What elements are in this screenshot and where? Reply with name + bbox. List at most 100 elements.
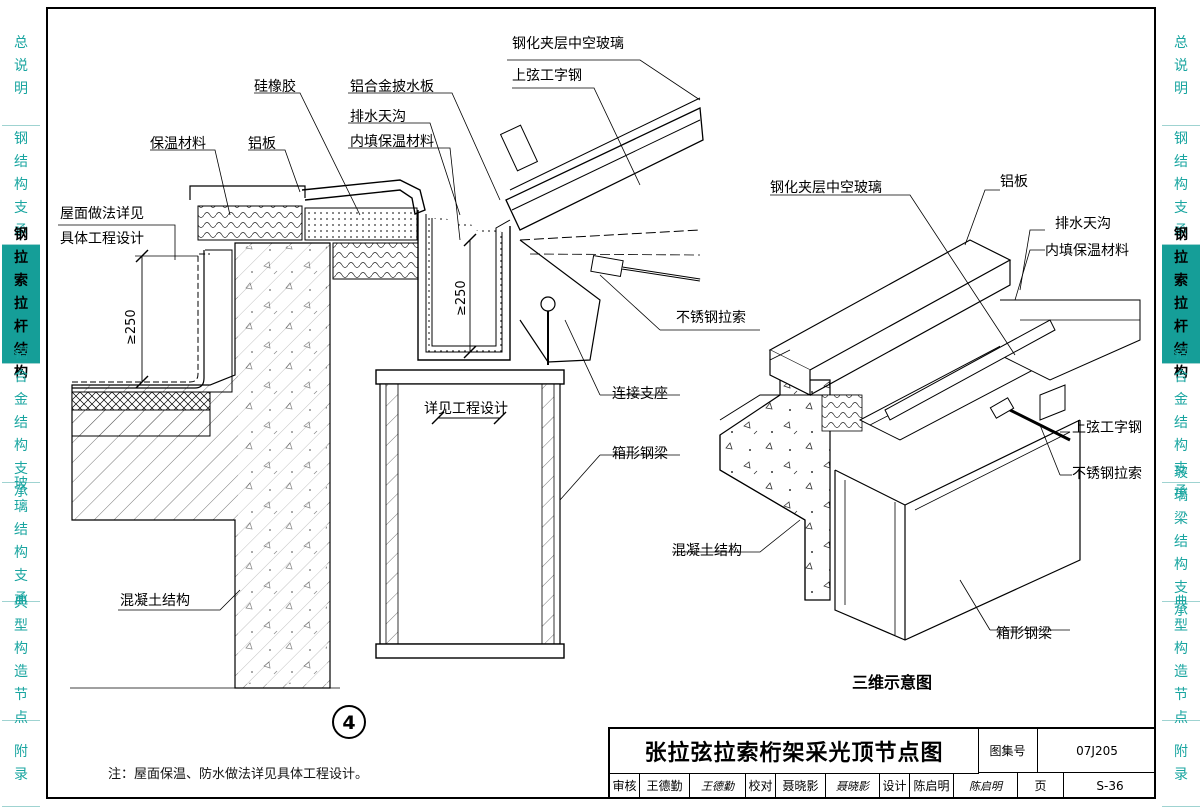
section-label-flashing: 铝合金披水板	[350, 79, 434, 95]
section-label-box-beam: 箱形钢梁	[612, 446, 668, 462]
left-tab-char: 构	[14, 176, 28, 193]
left-tab-char: 玻	[14, 476, 28, 492]
detail-number: 4	[342, 712, 355, 734]
checker-signature: 聂晓影	[826, 773, 880, 799]
left-tab-char: 附	[14, 743, 28, 760]
right-tab-char: 钢	[1174, 226, 1188, 243]
dimension-250-gutter: ≥250	[454, 280, 469, 316]
section-label-roof: 屋面做法详见	[60, 206, 144, 222]
left-tab-char: 钢	[14, 226, 28, 243]
left-tab-char: 支	[14, 199, 28, 216]
design-label: 设计	[880, 773, 910, 799]
reviewer-signature: 王德勤	[690, 773, 746, 799]
right-tab-char: 结	[1174, 341, 1188, 358]
iso-label-cable: 不锈钢拉索	[1072, 465, 1142, 482]
right-tab-char: 铝	[1174, 345, 1188, 362]
right-tab-char: 点	[1174, 710, 1188, 726]
left-tab-char: 支	[14, 568, 28, 584]
designer-name: 陈启明	[910, 773, 954, 799]
left-tab-char: 结	[14, 414, 28, 431]
left-tab-1[interactable]: 钢结构支承	[2, 126, 40, 245]
left-tab-char: 总	[14, 34, 28, 51]
drawing-frame	[46, 7, 1156, 799]
section-label-silicone: 硅橡胶	[254, 78, 296, 95]
right-tab-char: 拉	[1174, 249, 1188, 266]
section-label-support: 连接支座	[612, 385, 668, 402]
right-tab-char: 璃	[1174, 487, 1188, 504]
left-tab-char: 说	[14, 57, 28, 74]
section-label-top-chord: 上弦工字钢	[512, 68, 582, 84]
left-tab-char: 典	[14, 595, 28, 611]
iso-label-concrete: 混凝土结构	[672, 543, 742, 559]
section-label-concrete: 混凝土结构	[120, 593, 190, 609]
right-tab-char: 明	[1174, 80, 1188, 97]
drawing-note: 注：屋面保温、防水做法详见具体工程设计。	[108, 767, 369, 782]
left-tab-char: 构	[14, 545, 28, 561]
section-label-al-plate: 铝板	[248, 136, 276, 152]
left-tab-char: 构	[14, 364, 28, 381]
section-label-insulation: 保温材料	[150, 136, 206, 152]
right-tab-char: 玻	[1174, 464, 1188, 481]
atlas-label: 图集号	[978, 729, 1038, 773]
dimension-250-roof: ≥250	[124, 309, 139, 345]
right-tab-char: 金	[1174, 391, 1188, 408]
left-tab-char: 索	[14, 272, 28, 289]
right-tab-char: 拉	[1174, 295, 1188, 312]
right-tab-char: 典	[1174, 595, 1188, 611]
left-tab-char: 承	[14, 222, 28, 239]
right-tab-char: 杆	[1174, 318, 1188, 335]
right-tab-char: 构	[1174, 176, 1188, 193]
right-tab-char: 支	[1174, 199, 1188, 216]
reviewer-name: 王德勤	[640, 773, 690, 799]
right-tab-char: 造	[1174, 664, 1188, 680]
right-tab-1[interactable]: 钢结构支承	[1162, 126, 1200, 245]
iso-label-al-plate: 铝板	[1000, 174, 1028, 190]
right-tab-char: 型	[1174, 618, 1188, 634]
section-label-glass: 钢化夹层中空玻璃	[512, 35, 624, 52]
left-tab-char: 铝	[14, 345, 28, 362]
isometric-drawing: 钢化夹层中空玻璃 铝板 排水天沟 内填保温材料 上弦工字钢 不锈钢拉索 混凝土结…	[672, 174, 1142, 692]
drawing-title: 张拉弦拉索桁架采光顶节点图	[610, 729, 979, 774]
right-tab-0[interactable]: 总说明	[1162, 7, 1200, 126]
page-label: 页	[1018, 773, 1064, 799]
right-tab-4[interactable]: 玻璃梁结构支承	[1162, 465, 1200, 619]
left-chapter-index: 总说明钢结构支承钢拉索拉杆结构铝合金结构支承玻璃结构支承典型构造节点附录	[2, 7, 40, 807]
section-label-gutter: 排水天沟	[350, 109, 406, 125]
left-tab-char: 支	[14, 460, 28, 477]
left-tab-char: 拉	[14, 295, 28, 312]
left-tab-char: 型	[14, 618, 28, 634]
iso-label-top-chord: 上弦工字钢	[1072, 420, 1142, 436]
left-tab-char: 明	[14, 80, 28, 97]
left-tab-char: 结	[14, 153, 28, 170]
right-tab-6[interactable]: 附录	[1162, 721, 1200, 807]
right-tab-char: 承	[1174, 602, 1188, 619]
right-tab-char: 结	[1174, 153, 1188, 170]
right-tab-char: 构	[1174, 364, 1188, 381]
atlas-number: 07J205	[1038, 729, 1156, 773]
right-tab-char: 结	[1174, 533, 1188, 550]
right-tab-2[interactable]: 钢拉索拉杆结构	[1162, 227, 1200, 381]
designer-signature: 陈启明	[954, 773, 1018, 799]
right-tab-5[interactable]: 典型构造节点	[1162, 595, 1200, 726]
left-tab-char: 璃	[14, 499, 28, 515]
right-tab-3[interactable]: 铝合金结构支承	[1162, 346, 1200, 500]
left-tab-char: 拉	[14, 249, 28, 266]
left-tab-4[interactable]: 玻璃结构支承	[2, 476, 40, 607]
checker-name: 聂晓影	[776, 773, 826, 799]
left-tab-0[interactable]: 总说明	[2, 7, 40, 126]
left-tab-char: 录	[14, 766, 28, 783]
left-tab-5[interactable]: 典型构造节点	[2, 595, 40, 726]
review-label: 审核	[610, 773, 640, 799]
left-tab-3[interactable]: 铝合金结构支承	[2, 346, 40, 500]
left-tab-char: 承	[14, 483, 28, 500]
left-tab-char: 结	[14, 341, 28, 358]
check-label: 校对	[746, 773, 776, 799]
left-tab-2[interactable]: 钢拉索拉杆结构	[2, 227, 40, 381]
right-tab-char: 钢	[1174, 130, 1188, 147]
iso-label-gutter-fill: 内填保温材料	[1045, 243, 1129, 259]
left-tab-char: 造	[14, 664, 28, 680]
iso-label-box-beam: 箱形钢梁	[996, 626, 1052, 642]
right-tab-char: 说	[1174, 57, 1188, 74]
right-tab-char: 承	[1174, 483, 1188, 500]
